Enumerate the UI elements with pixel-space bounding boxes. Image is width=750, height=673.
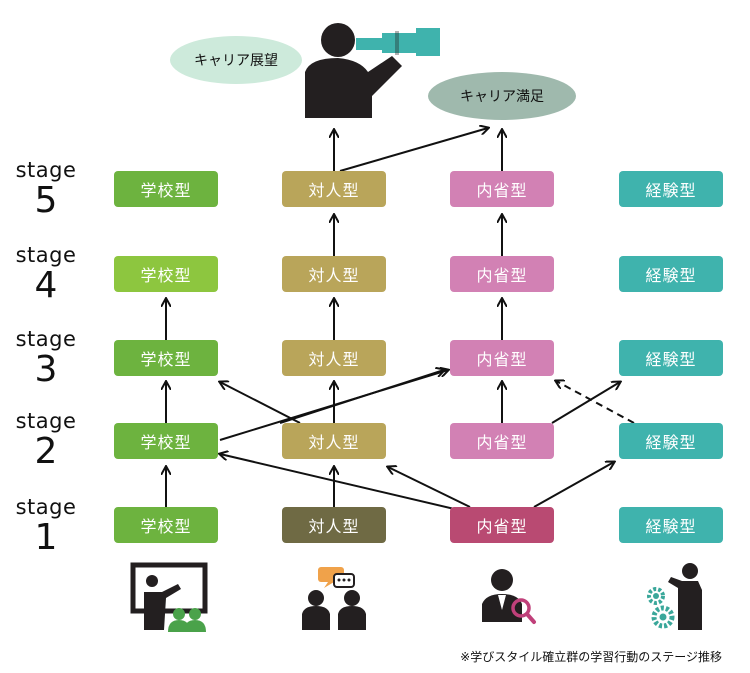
stage-number: 2 xyxy=(34,431,58,472)
stage-number: 5 xyxy=(34,180,58,221)
stage-word: stage xyxy=(15,409,77,433)
box-school-stage5: 学校型 xyxy=(114,171,218,207)
career-satisfaction-bubble: キャリア満足 xyxy=(428,72,576,120)
box-interpersonal-stage2: 対人型 xyxy=(282,423,386,459)
teacher-whiteboard-icon xyxy=(130,562,208,632)
person-gears-icon xyxy=(647,563,702,630)
box-school-stage3: 学校型 xyxy=(114,340,218,376)
box-reflective-stage3: 内省型 xyxy=(450,340,554,376)
stage-word: stage xyxy=(15,495,77,519)
arrows xyxy=(166,128,635,516)
footnote: ※学びスタイル確立群の学習行動のステージ推移 xyxy=(460,650,722,664)
stage-label-2: stage 2 xyxy=(0,411,92,470)
box-school-stage1: 学校型 xyxy=(114,507,218,543)
career-outlook-bubble: キャリア展望 xyxy=(170,36,302,84)
stage-word: stage xyxy=(15,327,77,351)
box-reflective-stage4: 内省型 xyxy=(450,256,554,292)
person-magnifier-icon xyxy=(482,569,536,624)
stage-word: stage xyxy=(15,243,77,267)
box-experiential-stage1: 経験型 xyxy=(619,507,723,543)
stage-label-4: stage 4 xyxy=(0,245,92,304)
stage-label-5: stage 5 xyxy=(0,160,92,219)
box-experiential-stage3: 経験型 xyxy=(619,340,723,376)
stage-label-1: stage 1 xyxy=(0,497,92,556)
stage-number: 4 xyxy=(34,265,58,306)
box-interpersonal-stage1: 対人型 xyxy=(282,507,386,543)
stage-word: stage xyxy=(15,158,77,182)
box-experiential-stage2: 経験型 xyxy=(619,423,723,459)
stage-label-3: stage 3 xyxy=(0,329,92,388)
person-telescope-icon xyxy=(305,23,440,118)
box-reflective-stage2: 内省型 xyxy=(450,423,554,459)
box-interpersonal-stage5: 対人型 xyxy=(282,171,386,207)
box-experiential-stage5: 経験型 xyxy=(619,171,723,207)
box-interpersonal-stage3: 対人型 xyxy=(282,340,386,376)
dialogue-icon xyxy=(302,567,366,630)
box-reflective-stage5: 内省型 xyxy=(450,171,554,207)
box-school-stage4: 学校型 xyxy=(114,256,218,292)
box-reflective-stage1: 内省型 xyxy=(450,507,554,543)
stage-number: 1 xyxy=(34,517,58,558)
box-school-stage2: 学校型 xyxy=(114,423,218,459)
stage-number: 3 xyxy=(34,349,58,390)
box-interpersonal-stage4: 対人型 xyxy=(282,256,386,292)
box-experiential-stage4: 経験型 xyxy=(619,256,723,292)
